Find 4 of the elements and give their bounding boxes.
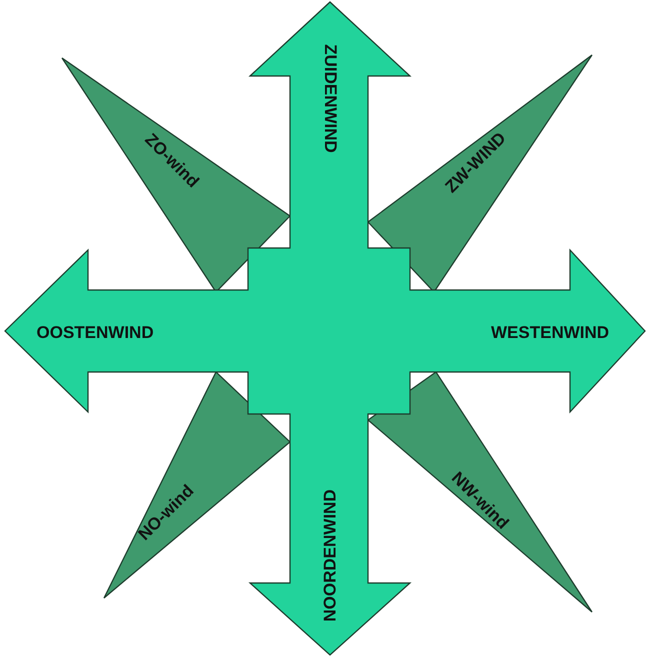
wind-label: NOORDENWIND — [322, 488, 339, 622]
wind-label: OOSTENWIND — [36, 324, 154, 340]
wind-label: ZUIDENWIND — [321, 44, 338, 152]
wind-label: WESTENWIND — [491, 324, 610, 340]
